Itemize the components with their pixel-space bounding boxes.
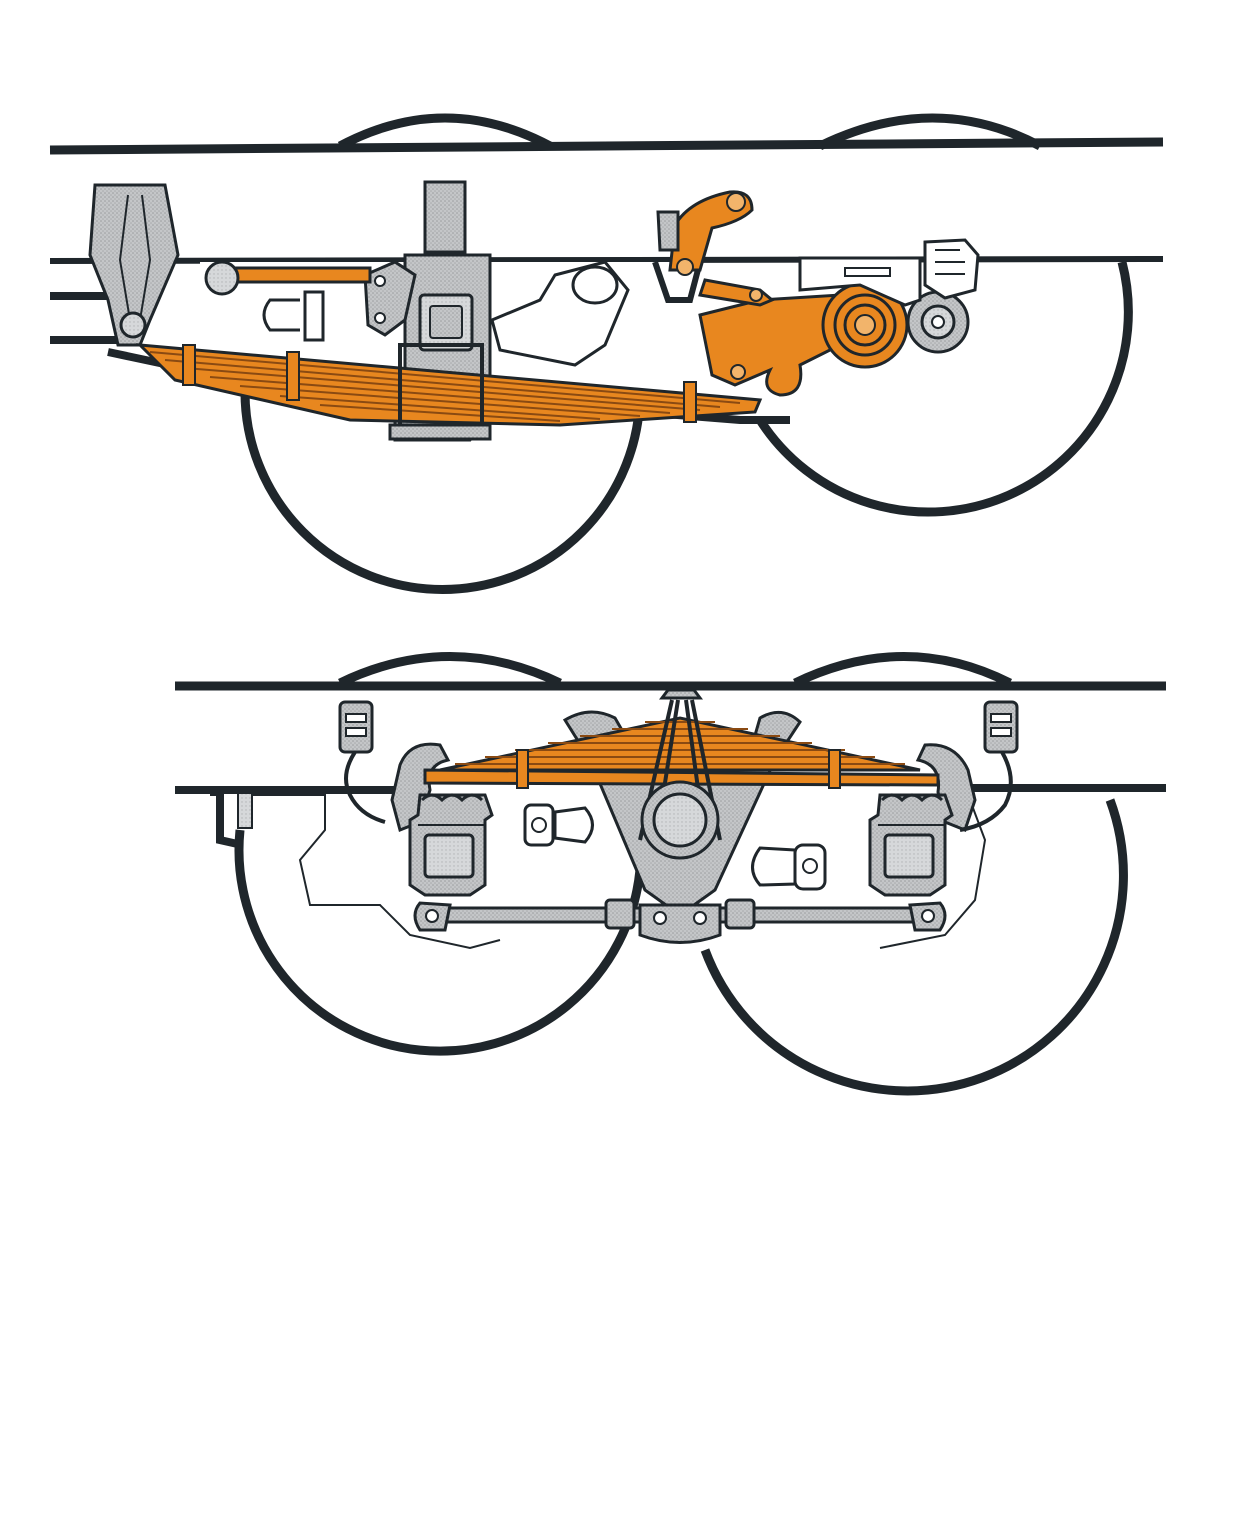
lower-suspension-diagram [175,652,1166,1096]
lower-left-hook [390,742,451,833]
lower-spring-strap-top [659,688,703,700]
lower-pivot-pin-1 [653,911,667,925]
lower-left-damper [338,700,386,824]
lower-left-coupler [523,803,594,847]
upper-bell-crank-pin-bottom [676,258,694,276]
upper-axlebox-face-inner [429,305,463,339]
lower-frame-interior-right [879,799,987,949]
upper-spring-band-3 [683,381,697,423]
upper-axlebox-bolt-1 [374,275,386,287]
upper-wheel-right-top-arc [818,113,1043,151]
lower-spring-straps [638,699,722,841]
lower-wheel-right-top-arc [793,652,1013,688]
lower-spring-band-2 [828,749,841,789]
upper-brake-roller-hub [931,315,945,329]
lower-beam-pivot-center [638,903,722,944]
upper-bell-crank [668,190,754,272]
lower-right-axlebox [868,793,954,897]
upper-frame-post [423,180,467,254]
lower-beam-pivot-right [724,898,756,930]
upper-brake-cylinder-ring-3 [854,314,876,336]
upper-brake-pin-small [749,288,763,302]
upper-equipment-slot [844,267,891,277]
lower-beam-right-pin [921,909,935,923]
lower-beam-left-pin [425,909,439,923]
upper-bracket-detail [118,194,152,321]
upper-clevis-plate [303,290,325,342]
upper-hanger-pin [119,311,147,339]
upper-spring-buckle-base [388,423,492,441]
lower-beam-pivot-left [604,898,636,930]
lower-frame-left-plate [237,792,253,829]
upper-bell-crank-pin-top [726,192,746,212]
lower-right-coupler [751,843,827,891]
lower-central-hub-inner [652,792,708,848]
upper-suspension-diagram [49,113,1164,594]
lower-pivot-pin-2 [693,911,707,925]
lower-right-damper [959,700,1019,832]
upper-damper-cap [571,265,619,305]
upper-valve-detail [935,249,965,275]
upper-clevis [262,298,300,332]
upper-wheel-left-top-arc [337,113,553,150]
lower-frame-interior-left [252,794,501,950]
upper-beam-left-pin [204,260,240,296]
lower-leaf-spring [423,716,940,787]
upper-frame-bracket-right [656,210,680,252]
lower-left-axlebox [408,793,494,897]
upper-valve-body [923,238,980,300]
upper-frame-top-line [49,137,1164,155]
upper-compensating-beam [218,266,372,284]
lower-spring-band-1 [516,749,529,789]
upper-wheel-left [240,391,645,594]
lower-wheel-right [700,798,1128,1096]
upper-brake-lever-pin [730,364,746,380]
upper-spring-band-1 [182,344,196,386]
lower-wheel-left-top-arc [338,652,562,688]
upper-wheel-right [756,260,1133,517]
lower-right-hook [915,743,977,832]
upper-axlebox-bolt-2 [374,312,386,324]
upper-spring-band-2 [286,351,300,401]
lower-frame-left-edge [210,788,243,849]
